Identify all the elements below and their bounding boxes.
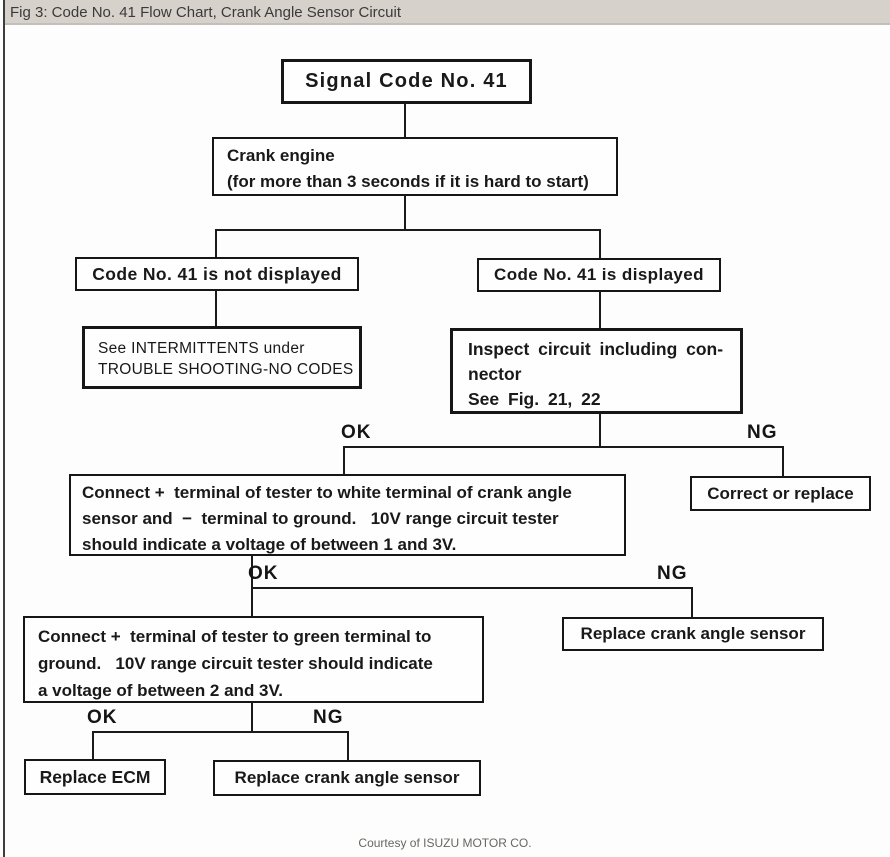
figure-caption-text: Fig 3: Code No. 41 Flow Chart, Crank Ang… — [10, 4, 402, 21]
node-signal-code-41-label: Signal Code No. 41 — [305, 70, 508, 92]
connector-branch1-ok-drop — [343, 446, 345, 475]
branch3-ok-label: OK — [87, 707, 118, 728]
node-replace-sensor-bottom: Replace crank angle sensor — [213, 760, 481, 796]
node-test-white-terminal-line3: should indicate a voltage of between 1 a… — [82, 535, 457, 554]
connector-test2-down — [251, 702, 253, 733]
node-test-white-terminal-line1: Connect + terminal of tester to white te… — [82, 483, 572, 502]
connector-branch1-horizontal — [343, 446, 784, 448]
connector-test1-down — [251, 555, 253, 589]
branch2-ok-label: OK — [248, 563, 279, 584]
connector-crank-down — [404, 195, 406, 231]
figure-caption-bar: Fig 3: Code No. 41 Flow Chart, Crank Ang… — [5, 0, 890, 25]
node-replace-sensor-bottom-label: Replace crank angle sensor — [234, 768, 460, 787]
connector-split-left-drop — [215, 229, 217, 259]
connector-branch2-horizontal — [251, 587, 693, 589]
node-inspect-circuit-line2: nector — [468, 364, 522, 384]
node-crank-engine-line2: (for more than 3 seconds if it is hard t… — [227, 172, 589, 191]
branch2-ng-label: NG — [657, 563, 688, 584]
node-replace-ecm-label: Replace ECM — [39, 766, 151, 787]
connector-branch1-ng-drop — [782, 446, 784, 477]
courtesy-credit: Courtesy of ISUZU MOTOR CO. — [358, 836, 532, 850]
left-edge-border — [3, 0, 5, 857]
node-inspect-circuit-line3: See Fig. 21, 22 — [468, 389, 601, 409]
node-code-displayed: Code No. 41 is displayed — [477, 258, 721, 292]
node-inspect-circuit-line1: Inspect circuit including con- — [468, 339, 724, 359]
node-correct-or-replace-label: Correct or replace — [707, 483, 854, 503]
node-replace-ecm: Replace ECM — [24, 759, 166, 795]
node-crank-engine: Crank engine (for more than 3 seconds if… — [212, 137, 618, 196]
node-code-not-displayed: Code No. 41 is not displayed — [75, 257, 359, 291]
branch3-ng-label: NG — [313, 707, 344, 728]
connector-notdisplayed-down — [215, 290, 217, 327]
branch1-ng-label: NG — [747, 422, 778, 443]
connector-branch3-ng-drop — [347, 731, 349, 761]
node-correct-or-replace: Correct or replace — [690, 476, 871, 511]
node-see-intermittents-line1: See INTERMITTENTS under — [98, 340, 305, 357]
node-crank-engine-line1: Crank engine — [227, 146, 335, 165]
connector-branch3-ok-drop — [92, 731, 94, 760]
node-test-green-terminal: Connect + terminal of tester to green te… — [23, 616, 484, 703]
node-test-white-terminal: Connect + terminal of tester to white te… — [69, 474, 626, 556]
node-see-intermittents: See INTERMITTENTS under TROUBLE SHOOTING… — [82, 326, 362, 389]
connector-inspect-down — [599, 414, 601, 448]
connector-split-horizontal — [215, 229, 601, 231]
branch1-ok-label: OK — [341, 422, 372, 443]
connector-split-right-drop — [599, 229, 601, 259]
node-inspect-circuit: Inspect circuit including con- nector Se… — [450, 328, 743, 414]
node-replace-sensor-right-label: Replace crank angle sensor — [580, 624, 806, 643]
node-test-green-terminal-line2: ground. 10V range circuit tester should … — [38, 654, 433, 673]
node-see-intermittents-line2: TROUBLE SHOOTING-NO CODES — [98, 361, 354, 378]
node-test-white-terminal-line2: sensor and − terminal to ground. 10V ran… — [82, 509, 559, 528]
connector-branch2-ok-drop — [251, 587, 253, 618]
node-replace-sensor-right: Replace crank angle sensor — [562, 617, 824, 651]
connector-branch2-ng-drop — [691, 587, 693, 619]
connector-branch3-horizontal — [92, 731, 349, 733]
node-signal-code-41: Signal Code No. 41 — [281, 59, 532, 104]
node-code-displayed-label: Code No. 41 is displayed — [494, 265, 704, 284]
connector-signal-to-crank — [404, 103, 406, 139]
node-test-green-terminal-line1: Connect + terminal of tester to green te… — [38, 627, 432, 646]
node-test-green-terminal-line3: a voltage of between 2 and 3V. — [38, 681, 284, 700]
connector-displayed-down — [599, 291, 601, 329]
node-code-not-displayed-label: Code No. 41 is not displayed — [92, 263, 342, 284]
